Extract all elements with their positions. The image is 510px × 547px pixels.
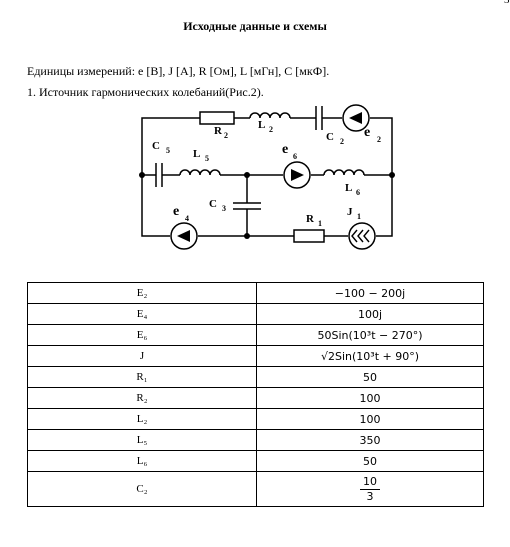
param-name: R₁ (27, 366, 257, 388)
table-row: E₄ 100j (27, 303, 484, 325)
label-l5: L (193, 148, 200, 160)
param-value: 350 (256, 429, 484, 451)
label-l5-sub: 5 (205, 154, 209, 163)
fraction-numerator: 10 (360, 475, 380, 490)
arrow-e6 (291, 169, 304, 181)
table-row: L₅ 350 (27, 429, 484, 451)
label-l6: L (345, 182, 352, 194)
label-r1-sub: 1 (318, 219, 322, 228)
node-right (389, 172, 395, 178)
label-c2-sub: 2 (340, 137, 344, 146)
param-value: 50 (256, 366, 484, 388)
resistor-r1 (293, 229, 325, 243)
param-name: R₂ (27, 387, 257, 409)
parameters-table: E₂ −100 − 200j E₄ 100j E₆ 50Sin(10³t − 2… (27, 282, 484, 507)
label-c5: C (152, 140, 160, 152)
param-value: 10 3 (256, 471, 484, 507)
param-name: L₂ (27, 408, 257, 430)
arrow-e4 (177, 230, 190, 242)
param-name: L₆ (27, 450, 257, 472)
param-name: E₆ (27, 324, 257, 346)
node-left (139, 172, 145, 178)
units-line: Единицы измерений: e [В], J [А], R [Ом],… (27, 64, 330, 78)
table-row: R₂ 100 (27, 387, 484, 409)
arrow-e2 (349, 112, 362, 124)
param-value: 100j (256, 303, 484, 325)
label-c3: C (209, 198, 217, 210)
param-name: C₂ (27, 471, 257, 507)
fraction: 10 3 (360, 475, 380, 504)
label-r2-sub: 2 (224, 131, 228, 140)
capacitor-c3 (233, 175, 261, 236)
label-c2: C (326, 131, 334, 143)
chevrons-j1 (351, 229, 370, 243)
inductor-l6 (323, 169, 365, 176)
capacitor-c5 (155, 163, 163, 187)
param-value: −100 − 200j (256, 282, 484, 304)
label-c3-sub: 3 (222, 204, 226, 213)
table-row: C₂ 10 3 (27, 471, 484, 507)
label-e2-sub: 2 (377, 135, 381, 144)
label-j1-sub: 1 (357, 212, 361, 221)
param-name: L₅ (27, 429, 257, 451)
table-row: R₁ 50 (27, 366, 484, 388)
param-name: J (27, 345, 257, 367)
capacitor-c2 (315, 106, 323, 130)
wire-top-right (370, 117, 393, 175)
label-e6-sub: 6 (293, 152, 297, 161)
param-name: E₄ (27, 303, 257, 325)
node-mid-bottom (244, 233, 250, 239)
inductor-l2 (249, 112, 291, 119)
label-e4-sub: 4 (185, 214, 189, 223)
label-e4: e (173, 204, 179, 219)
source-e4 (170, 222, 198, 250)
param-name: E₂ (27, 282, 257, 304)
label-r1: R (306, 213, 315, 225)
label-l6-sub: 6 (356, 188, 360, 197)
node-mid-top (244, 172, 250, 178)
circuit-diagram: R 2 L 2 C 2 e 2 C 5 L 5 e 6 L 6 e 4 C 3 … (139, 104, 395, 250)
fraction-denominator: 3 (366, 489, 374, 503)
table-row: L₆ 50 (27, 450, 484, 472)
wire-bottom-left (141, 175, 170, 237)
label-c5-sub: 5 (166, 146, 170, 155)
source-j1 (348, 222, 376, 250)
label-l2-sub: 2 (269, 125, 273, 134)
param-value: 100 (256, 408, 484, 430)
param-value: √2Sin(10³t + 90°) (256, 345, 484, 367)
label-e6: e (282, 142, 288, 157)
resistor-r2 (199, 111, 235, 125)
inductor-l5 (179, 169, 221, 176)
param-value: 50 (256, 450, 484, 472)
param-value: 100 (256, 387, 484, 409)
source-e6 (283, 161, 311, 189)
table-row: E₂ −100 − 200j (27, 282, 484, 304)
label-l2: L (258, 119, 265, 131)
param-value: 50Sin(10³t − 270°) (256, 324, 484, 346)
table-row: J √2Sin(10³t + 90°) (27, 345, 484, 367)
source-line: 1. Источник гармонических колебаний(Рис.… (27, 85, 264, 99)
wire-bottom-right (376, 175, 393, 237)
label-e2: e (364, 125, 370, 140)
label-r2: R (214, 125, 223, 137)
label-j1: J (347, 206, 353, 218)
table-row: L₂ 100 (27, 408, 484, 430)
wire-top-left (141, 117, 200, 175)
table-row: E₆ 50Sin(10³t − 270°) (27, 324, 484, 346)
page-title: Исходные данные и схемы (183, 19, 327, 33)
page-number: 3 (504, 0, 510, 6)
source-e2 (342, 104, 370, 132)
